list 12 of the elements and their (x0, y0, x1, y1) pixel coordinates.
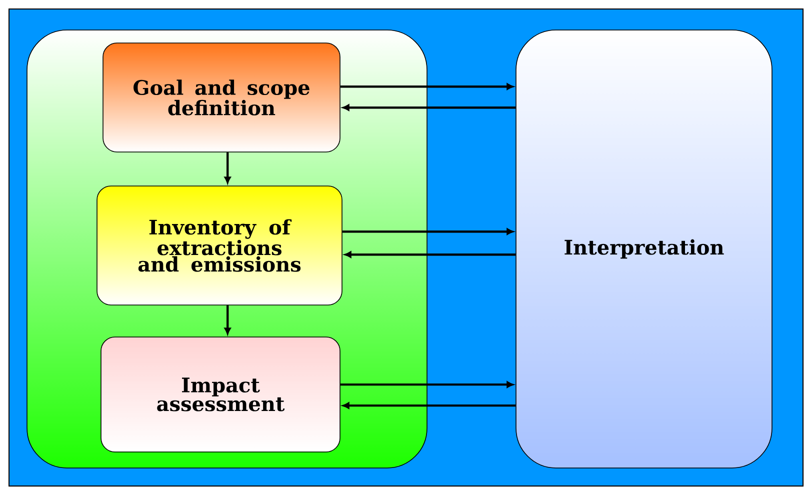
arrow (342, 402, 516, 409)
arrow (342, 104, 516, 111)
process-box: Inventory of extractions and emissions (96, 186, 342, 306)
arrow (342, 228, 514, 235)
process-box: Goal and scope definition (102, 42, 340, 152)
arrow (224, 305, 231, 334)
arrow (224, 152, 231, 184)
process-box: Impact assessment (100, 336, 340, 452)
arrow (344, 251, 516, 258)
process-box: Interpretation (516, 30, 772, 468)
arrow (340, 83, 514, 90)
arrow (340, 381, 514, 388)
